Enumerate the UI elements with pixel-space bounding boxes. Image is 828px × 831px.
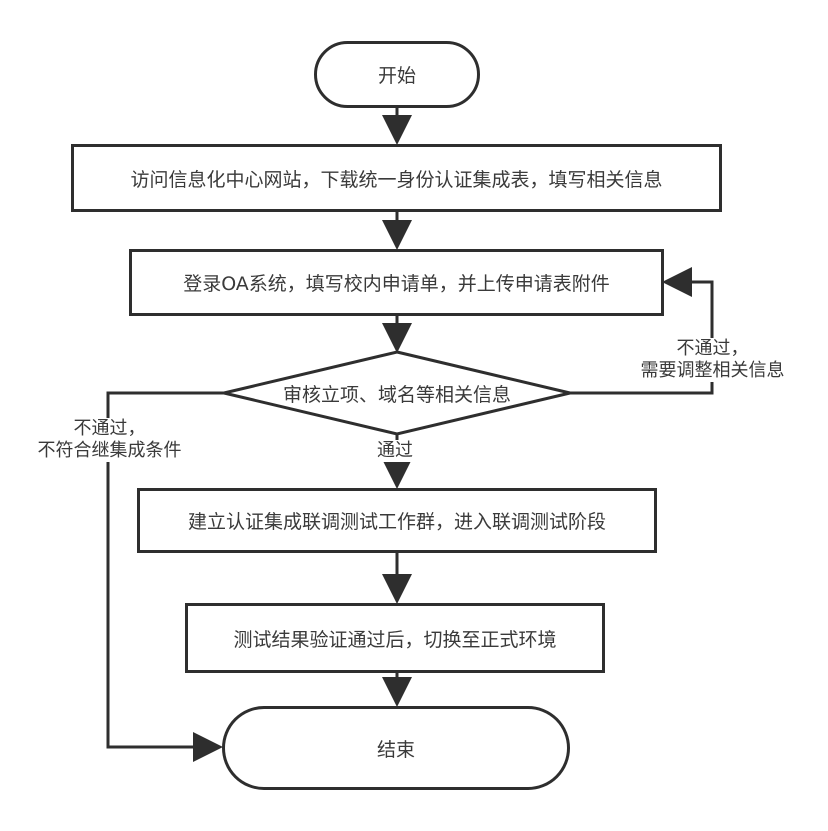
reject-end-label: 不通过， 不符合继集成条件 bbox=[23, 418, 196, 462]
start-node-label: 开始 bbox=[377, 65, 416, 87]
decision-node-label: 审核立项、域名等相关信息 bbox=[282, 383, 511, 406]
step3-node: 建立认证集成联调测试工作群，进入联调测试阶段 bbox=[137, 488, 657, 553]
step2-node: 登录OA系统，填写校内申请单，并上传申请表附件 bbox=[129, 249, 664, 316]
step1-node: 访问信息化中心网站，下载统一身份认证集成表，填写相关信息 bbox=[71, 144, 722, 212]
step3-node-label: 建立认证集成联调测试工作群，进入联调测试阶段 bbox=[187, 511, 606, 533]
start-node: 开始 bbox=[314, 41, 480, 108]
end-node-label: 结束 bbox=[376, 738, 415, 761]
step4-node-label: 测试结果验证通过后，切换至正式环境 bbox=[233, 628, 557, 651]
step2-node-label: 登录OA系统，填写校内申请单，并上传申请表附件 bbox=[183, 273, 610, 295]
step4-node: 测试结果验证通过后，切换至正式环境 bbox=[185, 603, 605, 673]
arrow-reject-to-end bbox=[106, 391, 224, 762]
decision-node: 审核立项、域名等相关信息 bbox=[224, 352, 570, 434]
arrow-reject-to-step2 bbox=[570, 267, 714, 395]
reject-adjust-label: 不通过， 需要调整相关信息 bbox=[625, 338, 800, 382]
step1-node-label: 访问信息化中心网站，下载统一身份认证集成表，填写相关信息 bbox=[130, 168, 663, 191]
end-node: 结束 bbox=[222, 706, 570, 790]
pass-label: 通过 bbox=[370, 440, 420, 462]
